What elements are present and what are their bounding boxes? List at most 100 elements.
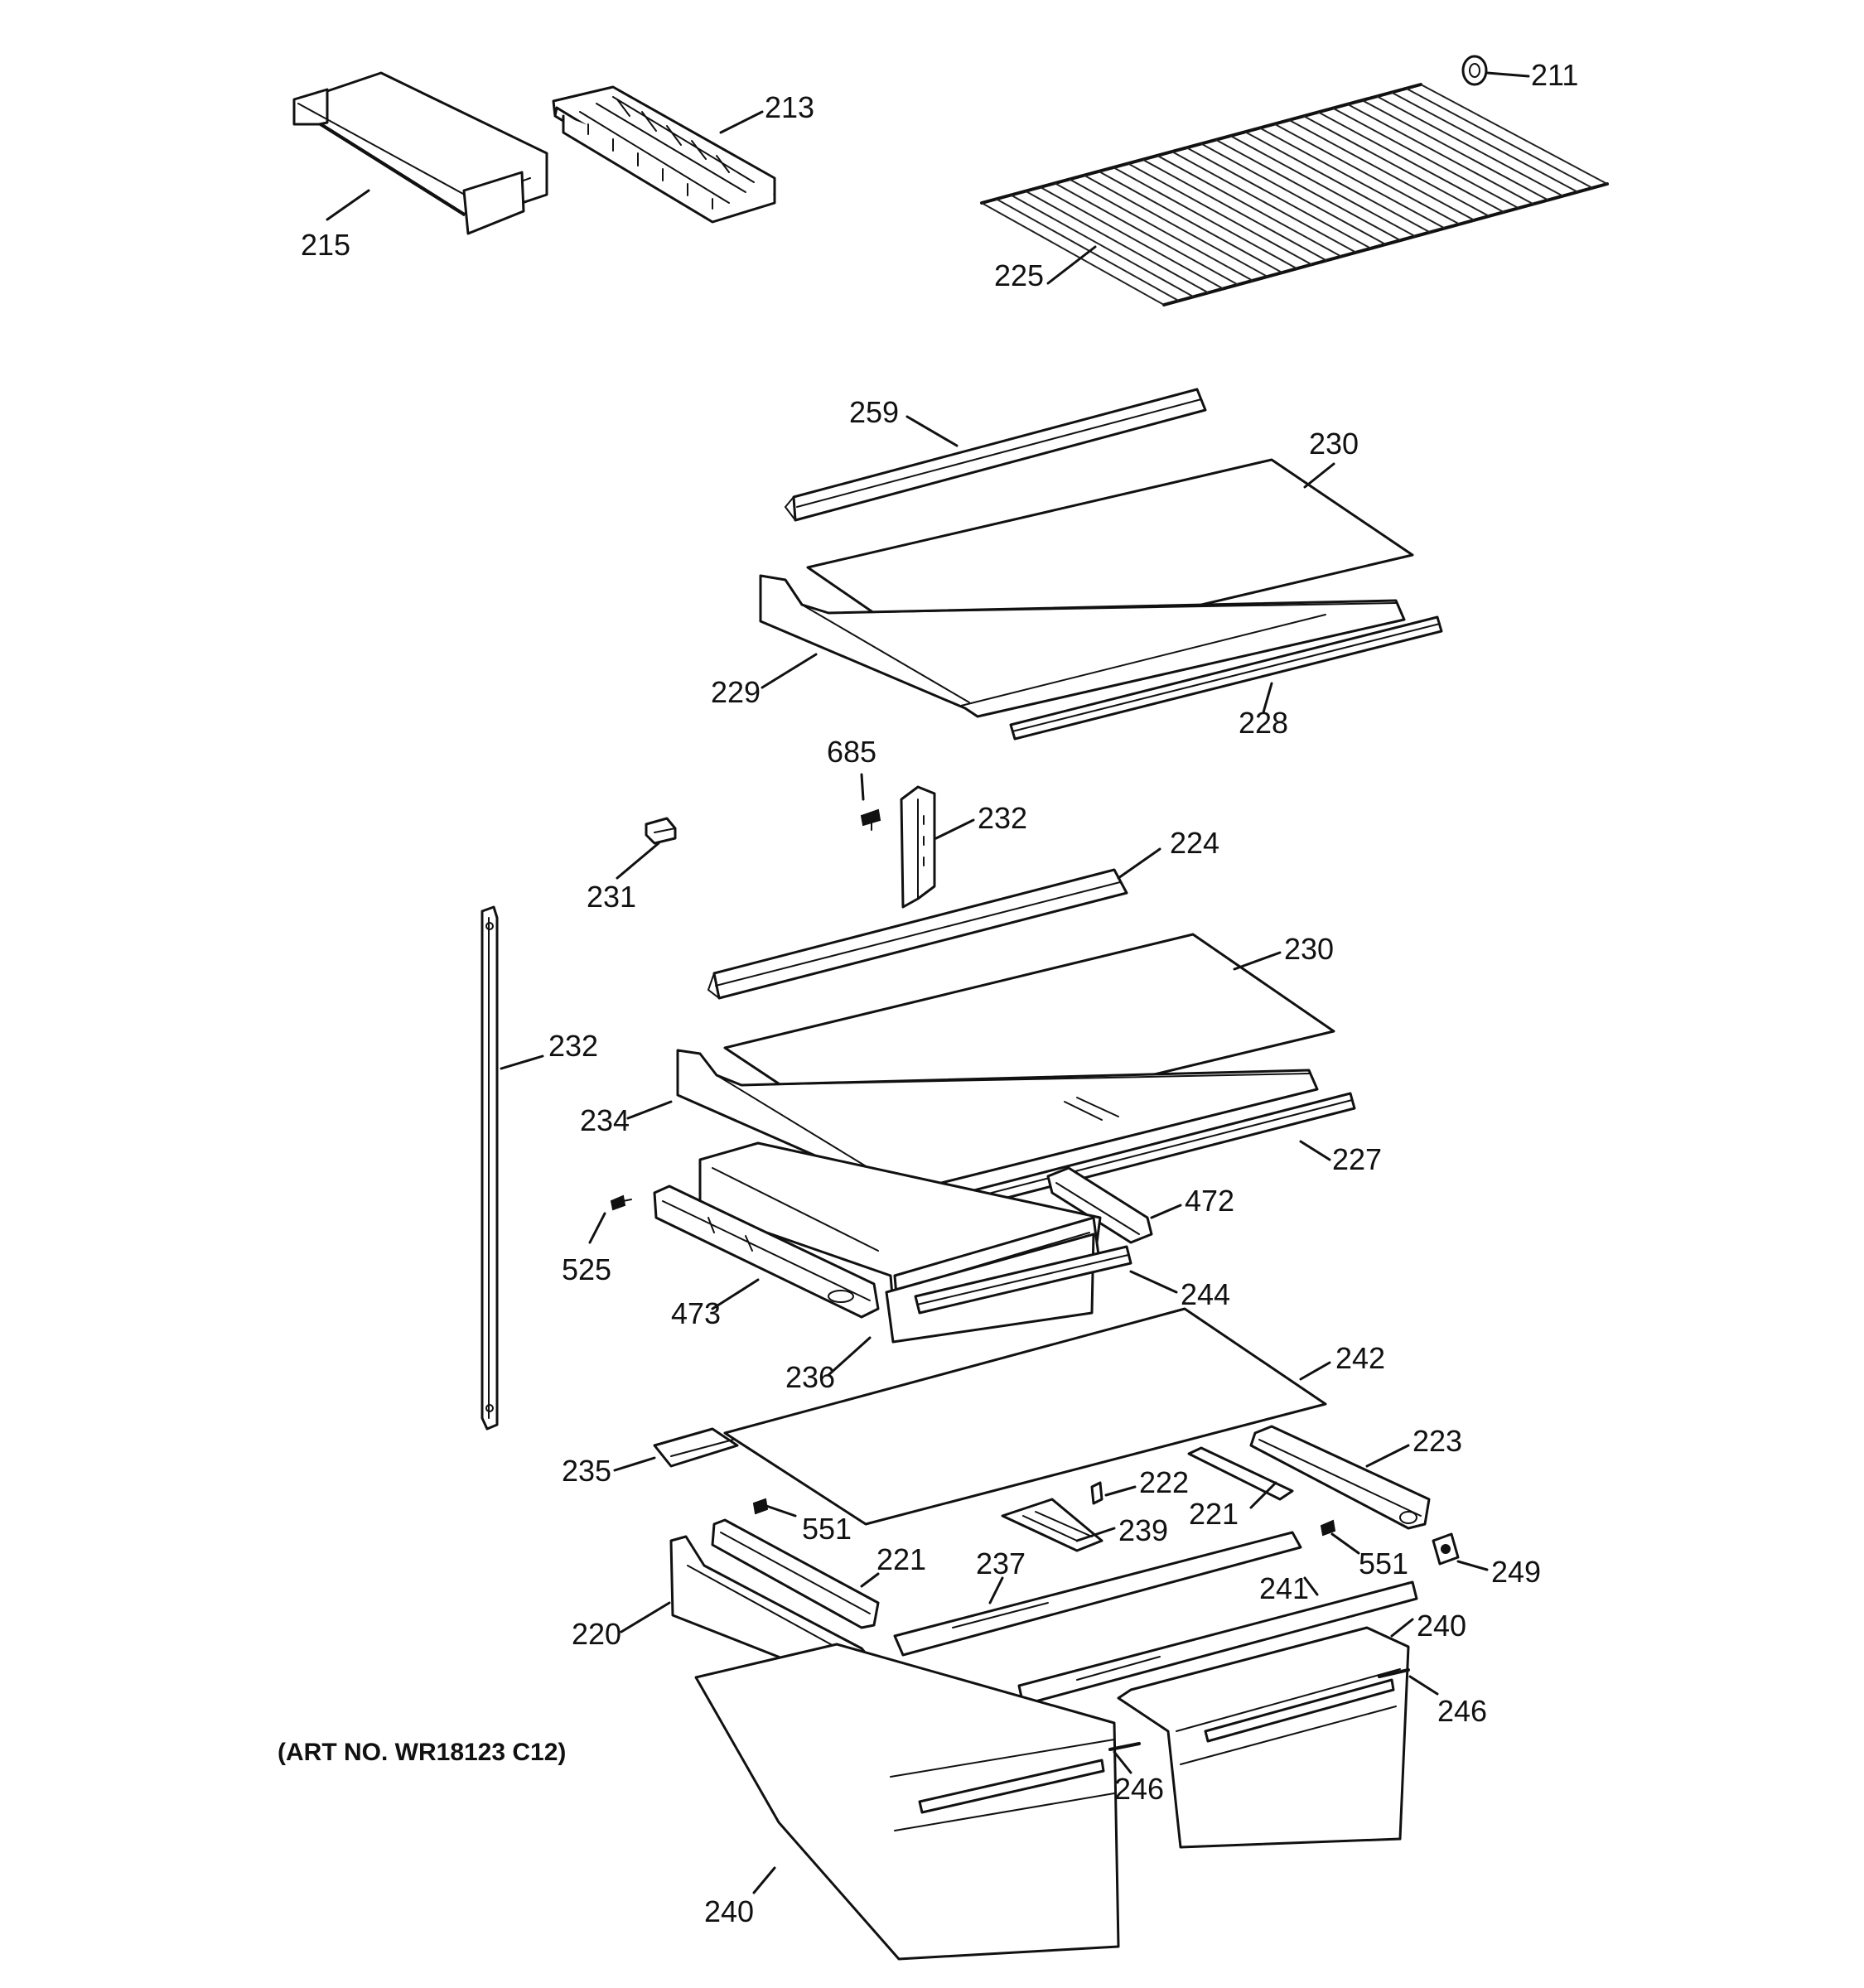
wire-shelf-rod: [1128, 162, 1312, 266]
part-224-shelf-trim-middle[interactable]: [707, 868, 1128, 1000]
wire-shelf-rod: [1040, 186, 1224, 290]
wire-shelf-rod: [981, 202, 1165, 306]
part-244-pan-cover-trim[interactable]: [914, 1245, 1132, 1315]
callout-221-left: 221: [876, 1542, 926, 1576]
part-551-screw-right[interactable]: [1320, 1519, 1336, 1537]
part-232-shelf-channel-short[interactable]: [900, 785, 936, 909]
part-249-control-cam[interactable]: [1432, 1532, 1460, 1566]
callout-246-right: 246: [1437, 1694, 1487, 1728]
callout-225: 225: [994, 258, 1044, 292]
art-number-label: (ART NO. WR18123 C12): [278, 1739, 566, 1766]
wire-shelf-rod: [1200, 142, 1386, 245]
callout-230-top: 230: [1309, 427, 1359, 461]
wire-shelf-rod: [1215, 138, 1401, 242]
callout-228: 228: [1239, 706, 1288, 740]
part-221-rail-left[interactable]: [711, 1518, 880, 1629]
callout-232-short: 232: [978, 801, 1027, 835]
part-242-crisper-cover-glass[interactable]: [723, 1307, 1327, 1526]
wire-shelf-rod: [1347, 103, 1534, 205]
wire-shelf-rod: [1025, 190, 1209, 294]
callout-223: 223: [1412, 1424, 1462, 1458]
callout-211: 211: [1531, 58, 1578, 92]
callout-220: 220: [572, 1617, 621, 1651]
wire-shelf-rod: [996, 198, 1180, 302]
callout-222: 222: [1139, 1465, 1189, 1499]
part-235-cover-bracket[interactable]: [653, 1427, 739, 1468]
callout-213: 213: [765, 90, 814, 124]
part-551-screw-left[interactable]: [752, 1498, 769, 1515]
part-228-shelf-rail-top[interactable]: [1009, 615, 1443, 741]
callout-239: 239: [1118, 1513, 1168, 1547]
callout-215: 215: [301, 228, 350, 262]
leader-lines: [326, 71, 1530, 1894]
part-211-shelf-stop[interactable]: [1461, 55, 1488, 86]
part-215-door-bin[interactable]: [292, 71, 548, 235]
callout-241: 241: [1259, 1571, 1309, 1605]
part-225-wire-shelf[interactable]: [980, 83, 1609, 306]
callout-224: 224: [1170, 826, 1219, 860]
part-221-rail-right[interactable]: [1187, 1446, 1294, 1501]
callout-551-left: 551: [802, 1512, 852, 1546]
part-239-damper-slider[interactable]: [1001, 1498, 1103, 1552]
callout-249: 249: [1491, 1555, 1541, 1589]
wire-shelf-rod: [1361, 99, 1549, 201]
wire-shelf-rod: [1391, 91, 1578, 193]
wire-shelf-rod: [1010, 194, 1195, 298]
callout-473: 473: [671, 1296, 721, 1330]
part-213-ice-cube-tray[interactable]: [552, 85, 776, 224]
callout-234: 234: [580, 1103, 630, 1137]
part-259-shelf-trim[interactable]: [784, 388, 1207, 522]
wire-shelf-rod: [1171, 151, 1357, 253]
part-232-shelf-channel-long[interactable]: [480, 905, 499, 1431]
wire-shelf-rod: [1420, 84, 1608, 185]
wire-shelf-rod: [1142, 158, 1327, 262]
callout-237: 237: [976, 1546, 1026, 1580]
wire-shelf-rod: [1054, 182, 1239, 286]
wire-shelf-rod: [1186, 147, 1372, 249]
wire-shelf-rod: [1084, 174, 1268, 277]
wire-shelf-rod: [1332, 107, 1519, 210]
part-240-crisper-drawer-right[interactable]: [1117, 1626, 1410, 1849]
part-525-screw[interactable]: [610, 1194, 632, 1211]
wire-shelf-rod: [1113, 166, 1297, 270]
part-246-drawer-handle-right[interactable]: [1378, 1668, 1410, 1678]
part-231-clip[interactable]: [645, 817, 677, 845]
callout-236: 236: [785, 1360, 835, 1394]
part-472-drawer-slide[interactable]: [1046, 1166, 1153, 1244]
part-237-cover-front[interactable]: [893, 1531, 1302, 1657]
callout-230-middle: 230: [1284, 932, 1334, 966]
callout-229: 229: [711, 675, 761, 709]
callout-259: 259: [849, 395, 899, 429]
callout-246-left: 246: [1114, 1772, 1164, 1806]
callout-232-long: 232: [548, 1029, 598, 1063]
callout-235: 235: [562, 1454, 611, 1488]
callout-labels: 215 213 211 225 259 230 229 228 685 232 …: [278, 58, 1578, 1928]
part-222-clip[interactable]: [1090, 1481, 1103, 1505]
part-685-screw[interactable]: [860, 808, 881, 831]
callout-240-right: 240: [1417, 1609, 1466, 1643]
wire-shelf-rod: [1069, 178, 1253, 282]
callout-242: 242: [1335, 1341, 1385, 1375]
part-229-shelf-frame-top[interactable]: [759, 574, 1406, 718]
callout-472: 472: [1185, 1184, 1234, 1218]
callout-221-right: 221: [1189, 1497, 1239, 1531]
part-223-cover-support[interactable]: [1249, 1425, 1431, 1530]
callout-240-left: 240: [704, 1894, 754, 1928]
wire-shelf-rod: [1376, 95, 1563, 197]
callout-227: 227: [1332, 1142, 1382, 1176]
callout-244: 244: [1181, 1277, 1230, 1311]
part-234-shelf-frame-middle[interactable]: [676, 1049, 1319, 1196]
part-473-drawer-rail[interactable]: [653, 1185, 880, 1319]
wire-shelf-rod: [1157, 154, 1342, 258]
wire-shelf-rod: [1273, 123, 1461, 225]
wire-shelf-rod: [1288, 119, 1475, 221]
part-246-drawer-handle-left[interactable]: [1108, 1742, 1141, 1751]
callout-551-right: 551: [1359, 1546, 1408, 1580]
wire-shelf-rod: [1259, 127, 1446, 229]
wire-shelf-rod: [1317, 111, 1504, 213]
wire-shelf-rod: [1303, 115, 1490, 217]
wire-shelf-rod: [1405, 87, 1593, 189]
part-240-crisper-drawer-left[interactable]: [694, 1643, 1120, 1961]
wire-shelf-rod: [1098, 170, 1283, 273]
callout-685: 685: [827, 735, 876, 769]
